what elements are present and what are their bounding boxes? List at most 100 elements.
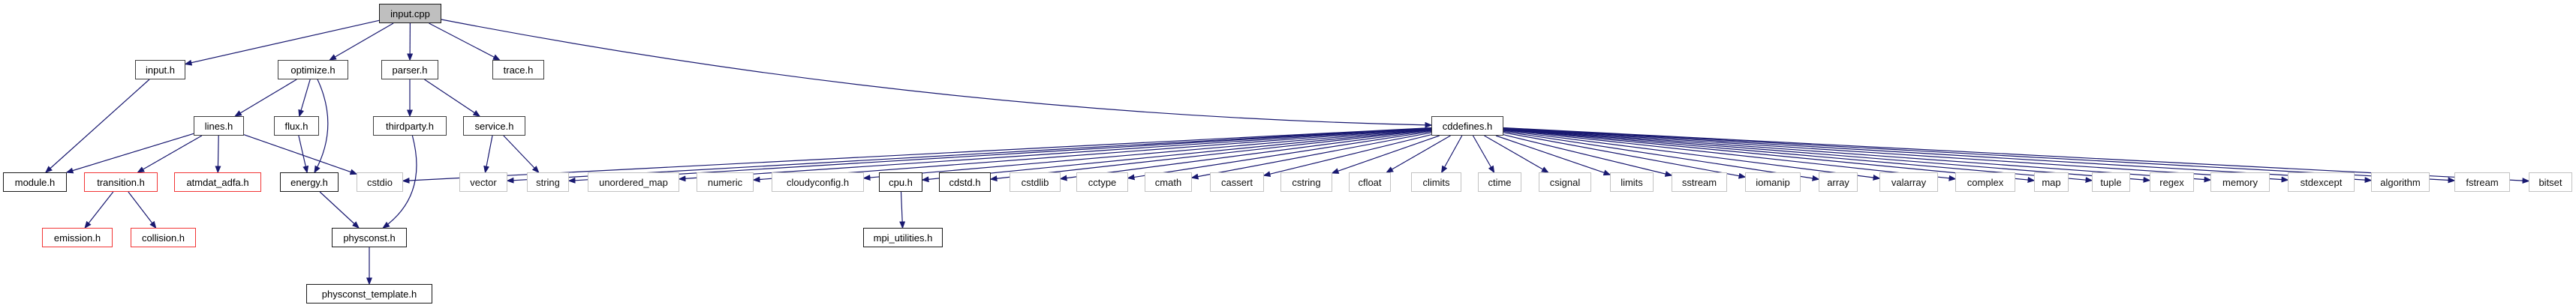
- graph-edge-cddefines.h-to-map: [1503, 129, 2036, 183]
- graph-edge-thirdparty.h-to-physconst.h: [382, 135, 417, 229]
- node-cddefines-h[interactable]: cddefines.h: [1431, 116, 1503, 136]
- node-flux-h[interactable]: flux.h: [274, 116, 319, 136]
- node-transition-h[interactable]: transition.h: [84, 172, 158, 192]
- graph-edge-cddefines.h-to-array: [1503, 130, 1820, 181]
- graph-edge-cddefines.h-to-numeric: [752, 128, 1432, 183]
- node-tuple: tuple: [2092, 172, 2130, 192]
- node-array: array: [1819, 172, 1858, 192]
- node-cmath: cmath: [1145, 172, 1192, 192]
- node-input-h[interactable]: input.h: [135, 60, 185, 79]
- node-cstring: cstring: [1280, 172, 1332, 192]
- node-valarray: valarray: [1879, 172, 1938, 192]
- node-cstdlib: cstdlib: [1010, 172, 1061, 192]
- graph-edge-cddefines.h-to-cpu.h: [921, 129, 1432, 183]
- node-iomanip: iomanip: [1745, 172, 1801, 192]
- graph-edge-cddefines.h-to-string: [567, 127, 1432, 184]
- graph-edge-cddefines.h-to-stdexcept: [1503, 127, 2289, 183]
- node-energy-h[interactable]: energy.h: [280, 172, 339, 192]
- node-unordered-map: unordered_map: [588, 172, 679, 192]
- node-mpi-utilities-h[interactable]: mpi_utilities.h: [863, 228, 943, 247]
- node-numeric: numeric: [697, 172, 754, 192]
- node-atmdat-adfa-h[interactable]: atmdat_adfa.h: [174, 172, 261, 192]
- node-cctype: cctype: [1076, 172, 1128, 192]
- node-physconst-h[interactable]: physconst.h: [332, 228, 407, 247]
- graph-edge-cddefines.h-to-csignal: [1484, 135, 1549, 173]
- graph-edge-cddefines.h-to-valarray: [1503, 130, 1881, 181]
- node-cdstd-h[interactable]: cdstd.h: [939, 172, 991, 192]
- node-collision-h[interactable]: collision.h: [131, 228, 196, 247]
- graph-edge-input.cpp-to-input.h: [184, 19, 380, 66]
- graph-edge-parser.h-to-service.h: [424, 79, 481, 117]
- graph-edge-cddefines.h-to-climits: [1440, 135, 1463, 174]
- node-stdexcept: stdexcept: [2288, 172, 2355, 192]
- graph-edge-energy.h-to-physconst.h: [319, 191, 360, 229]
- graph-edge-cddefines.h-to-complex: [1503, 129, 1957, 181]
- graph-edge-optimize.h-to-flux.h: [298, 79, 311, 118]
- graph-edge-cddefines.h-to-cstdlib: [1059, 130, 1432, 181]
- graph-edge-input.cpp-to-optimize.h: [329, 22, 394, 61]
- node-vector: vector: [459, 172, 507, 192]
- graph-edge-optimize.h-to-energy.h: [314, 79, 329, 174]
- node-parser-h[interactable]: parser.h: [381, 60, 438, 79]
- node-cstdio: cstdio: [357, 172, 403, 192]
- node-optimize-h[interactable]: optimize.h: [278, 60, 348, 79]
- node-memory: memory: [2210, 172, 2270, 192]
- graph-edge-cddefines.h-to-memory: [1503, 127, 2212, 183]
- graph-edge-cddefines.h-to-sstream: [1503, 134, 1673, 177]
- node-string: string: [527, 172, 569, 192]
- graph-edge-cddefines.h-to-iomanip: [1503, 132, 1747, 179]
- node-map: map: [2034, 172, 2069, 192]
- node-trace-h[interactable]: trace.h: [492, 60, 544, 79]
- graph-edge-cddefines.h-to-limits: [1495, 135, 1612, 176]
- node-physconst-template-h[interactable]: physconst_template.h: [306, 284, 432, 304]
- graph-edge-cddefines.h-to-cdstd.h: [989, 129, 1432, 182]
- graph-edge-cddefines.h-to-algorithm: [1503, 127, 2373, 184]
- node-cfloat: cfloat: [1349, 172, 1391, 192]
- graph-edge-cddefines.h-to-ctime: [1472, 135, 1495, 174]
- graph-edge-flux.h-to-energy.h: [298, 135, 309, 174]
- node-thirdparty-h[interactable]: thirdparty.h: [373, 116, 447, 136]
- graph-edge-cddefines.h-to-cloudyconfig.h: [862, 128, 1432, 181]
- graph-edge-cddefines.h-to-fstream: [1503, 127, 2456, 184]
- graph-edge-cddefines.h-to-cmath: [1190, 132, 1432, 180]
- node-regex: regex: [2150, 172, 2194, 192]
- node-algorithm: algorithm: [2371, 172, 2430, 192]
- node-service-h[interactable]: service.h: [463, 116, 525, 136]
- node-input-cpp: input.cpp: [379, 4, 441, 23]
- node-ctime: ctime: [1478, 172, 1521, 192]
- graph-edge-cddefines.h-to-cctype: [1127, 130, 1432, 181]
- graph-edge-transition.h-to-emission.h: [84, 191, 114, 229]
- node-csignal: csignal: [1539, 172, 1591, 192]
- graph-edge-service.h-to-string: [503, 135, 540, 174]
- graph-edge-service.h-to-vector: [483, 135, 493, 174]
- graph-edge-cpu.h-to-mpi_utilities.h: [899, 191, 906, 229]
- node-cpu-h[interactable]: cpu.h: [879, 172, 922, 192]
- graph-edge-cddefines.h-to-cfloat: [1386, 135, 1451, 173]
- node-cassert: cassert: [1210, 172, 1264, 192]
- graph-edge-cddefines.h-to-vector: [506, 127, 1432, 184]
- graph-edge-cddefines.h-to-cstdio: [402, 127, 1432, 184]
- graph-edge-cddefines.h-to-cstring: [1331, 135, 1440, 174]
- node-cloudyconfig-h: cloudyconfig.h: [772, 172, 864, 192]
- graph-edge-input.cpp-to-cddefines.h: [441, 19, 1433, 128]
- graph-edge-cddefines.h-to-cassert: [1262, 134, 1432, 178]
- graph-edge-cddefines.h-to-regex: [1503, 128, 2151, 183]
- graph-edge-input.cpp-to-trace.h: [429, 22, 501, 61]
- graph-edge-cddefines.h-to-unordered_map: [678, 127, 1432, 182]
- graph-edge-cddefines.h-to-bitset: [1503, 127, 2530, 184]
- graph-edge-optimize.h-to-lines.h: [234, 79, 297, 117]
- graph-edge-transition.h-to-collision.h: [128, 191, 157, 229]
- node-emission-h[interactable]: emission.h: [42, 228, 113, 247]
- node-complex: complex: [1955, 172, 2015, 192]
- node-lines-h[interactable]: lines.h: [194, 116, 244, 136]
- graph-edge-lines.h-to-cstdio: [243, 134, 358, 175]
- graph-edge-lines.h-to-module.h: [65, 133, 194, 174]
- graph-edge-input.h-to-module.h: [44, 79, 150, 174]
- node-sstream: sstream: [1672, 172, 1727, 192]
- graph-edge-cddefines.h-to-tuple: [1503, 128, 2093, 184]
- node-module-h[interactable]: module.h: [3, 172, 67, 192]
- graph-edge-lines.h-to-transition.h: [137, 135, 203, 173]
- node-fstream: fstream: [2454, 172, 2510, 192]
